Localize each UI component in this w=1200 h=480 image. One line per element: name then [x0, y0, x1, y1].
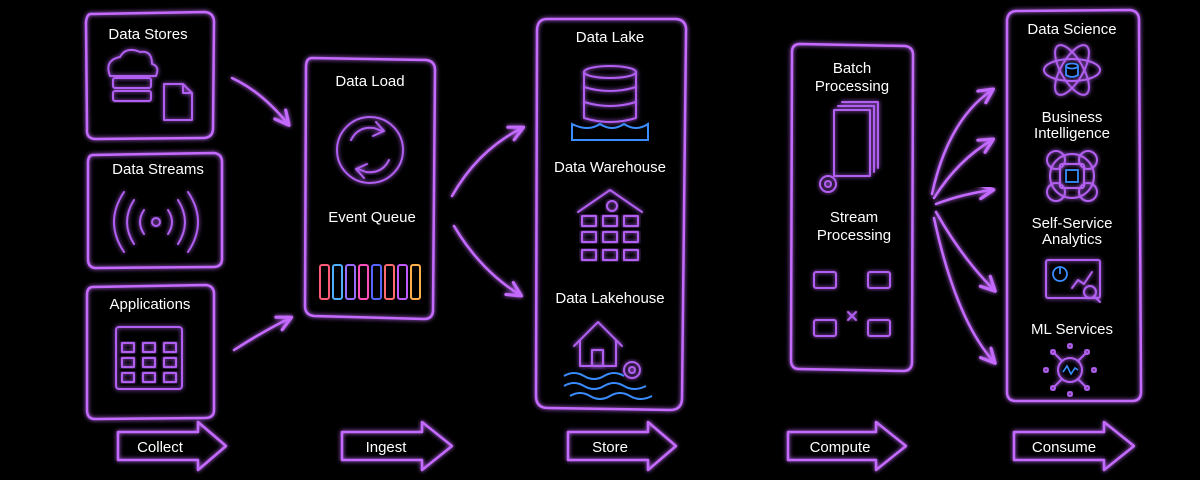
- data-warehouse-label: Data Warehouse: [554, 159, 666, 176]
- house-gear-icon: [563, 321, 653, 400]
- stage-bar: Collect Ingest Store Compute Consume: [116, 420, 1136, 472]
- refresh-icon: [336, 116, 404, 184]
- stage-collect-label: Collect: [137, 439, 184, 456]
- data-science-label: Data Science: [1027, 21, 1116, 38]
- store-box: Data Lake Data Warehouse Data Lakehouse: [534, 17, 688, 412]
- document-icon: [163, 83, 193, 121]
- queue-bar: [397, 264, 408, 300]
- queue-bar: [358, 264, 369, 300]
- hierarchy-icon: [577, 189, 643, 261]
- analytics-screen-icon: [1045, 259, 1101, 307]
- arrow-load-to-lakehouse: [452, 224, 524, 298]
- stage-ingest-label: Ingest: [366, 439, 408, 456]
- arrow-compute-to-ml2: [932, 216, 997, 365]
- batch-documents-icon: [819, 101, 879, 193]
- batch-label-line2: Processing: [815, 78, 889, 95]
- applications-box: Applications: [85, 283, 216, 421]
- queue-bar: [319, 264, 330, 300]
- stage-store-label: Store: [592, 439, 628, 456]
- stage-consume-label: Consume: [1032, 439, 1096, 456]
- app-grid-icon: [115, 326, 183, 390]
- event-queue-bars: [319, 264, 421, 300]
- ssa-label-line2: Analytics: [1042, 231, 1102, 248]
- stage-consume: Consume: [1012, 420, 1136, 472]
- data-load-label: Data Load: [335, 73, 404, 90]
- network-computers-icon: [813, 271, 891, 345]
- data-lakehouse-label: Data Lakehouse: [555, 290, 664, 307]
- database-icon: [571, 65, 649, 141]
- signal-waves-icon: [113, 191, 199, 253]
- stream-label-line1: Stream: [830, 209, 878, 226]
- arrow-compute-to-ds: [930, 87, 996, 196]
- data-stores-box: Data Stores: [84, 10, 216, 141]
- applications-label: Applications: [110, 296, 191, 313]
- stage-compute: Compute: [786, 420, 908, 472]
- bi-label-line1: Business: [1042, 109, 1103, 126]
- stage-compute-label: Compute: [810, 439, 871, 456]
- chip-icon: [1046, 150, 1098, 202]
- arrow-load-to-lake: [450, 125, 526, 198]
- queue-bar: [371, 264, 382, 300]
- batch-label-line1: Batch: [833, 60, 871, 77]
- queue-bar: [384, 264, 395, 300]
- arrow-apps-to-load: [232, 315, 294, 352]
- data-lake-label: Data Lake: [576, 29, 644, 46]
- arrow-compute-to-ssa: [934, 183, 996, 206]
- cloud-server-icon: [107, 48, 159, 117]
- stage-store: Store: [566, 420, 678, 472]
- data-streams-box: Data Streams: [86, 151, 224, 270]
- queue-bar: [410, 264, 421, 300]
- queue-bar: [332, 264, 343, 300]
- arrow-compute-to-ml: [934, 210, 997, 293]
- event-queue-label: Event Queue: [328, 209, 416, 226]
- bi-label-line2: Intelligence: [1034, 125, 1110, 142]
- consume-box: Data Science Business Intelligence Self-…: [1005, 8, 1143, 403]
- stage-ingest: Ingest: [340, 420, 454, 472]
- arrow-compute-to-bi: [932, 137, 996, 200]
- stream-label-line2: Processing: [817, 227, 891, 244]
- ml-services-label: ML Services: [1031, 321, 1113, 338]
- data-stores-label: Data Stores: [108, 26, 187, 43]
- stage-collect: Collect: [116, 420, 228, 472]
- data-streams-label: Data Streams: [112, 161, 204, 178]
- arrow-stores-to-load: [230, 76, 291, 127]
- atom-icon: [1043, 44, 1101, 96]
- ssa-label-line1: Self-Service: [1032, 215, 1113, 232]
- ml-circuit-icon: [1043, 343, 1097, 397]
- data-load-box: Data Load Event Queue: [303, 56, 437, 321]
- compute-box: Batch Processing Stream Processing: [789, 42, 915, 373]
- queue-bar: [345, 264, 356, 300]
